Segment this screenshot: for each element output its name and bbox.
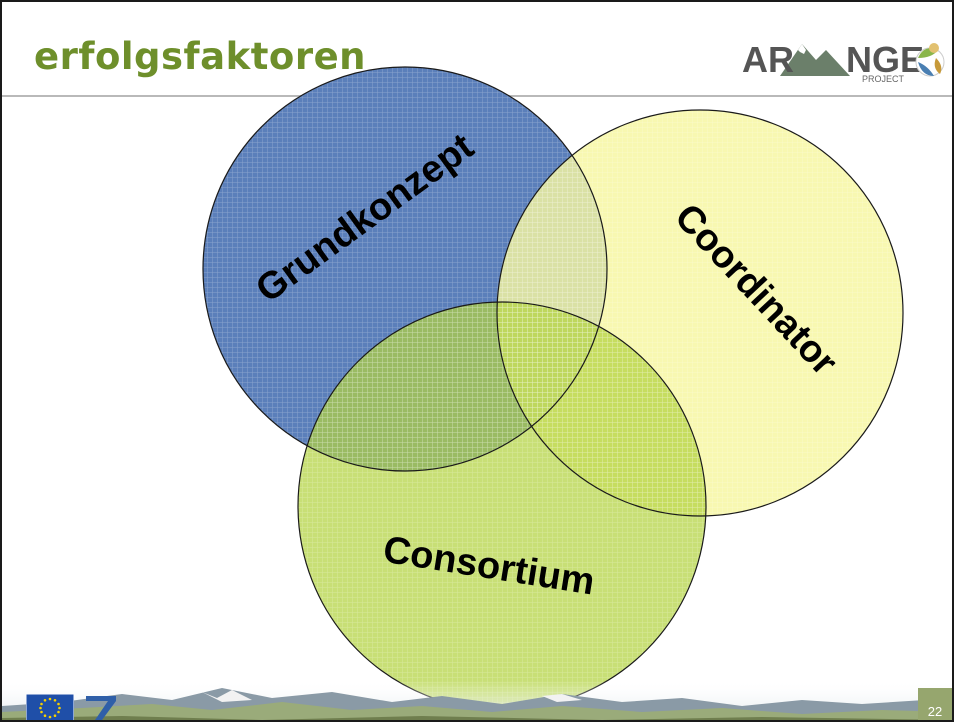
- eu-flag-icon: [26, 694, 74, 720]
- venn-grid-texture: [203, 67, 903, 710]
- logo-text-nge: NGE: [846, 39, 924, 80]
- fp7-logo-icon: [86, 696, 116, 720]
- page-number: 22: [918, 688, 952, 720]
- logo-subtitle: PROJECT: [862, 74, 905, 84]
- slide-title: erfolgsfaktoren: [34, 35, 367, 78]
- footer-landscape: [2, 680, 952, 720]
- logo-text-ar: AR: [742, 39, 794, 80]
- logo-mountain-shape: [780, 44, 850, 76]
- arange-logo: AR NGE PROJECT: [742, 39, 945, 84]
